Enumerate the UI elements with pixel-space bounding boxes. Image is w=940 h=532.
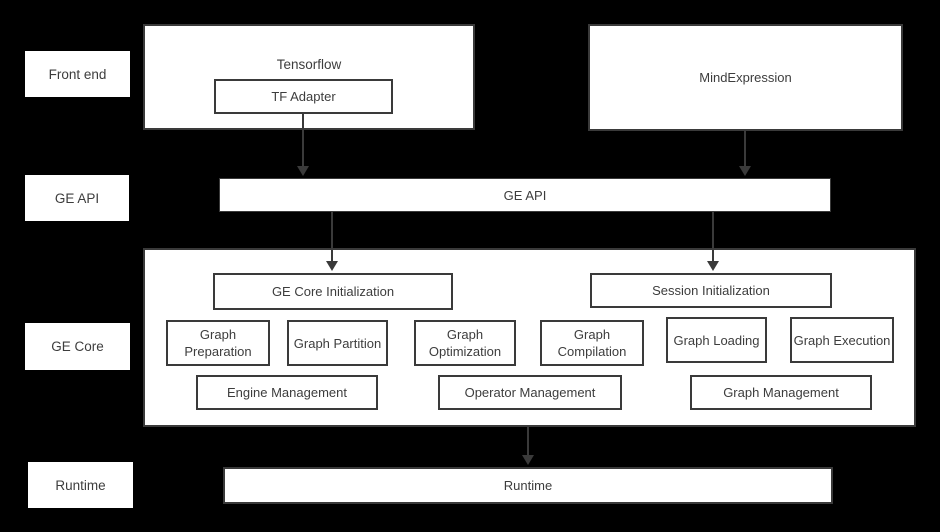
row-label-ge-core: GE Core — [25, 323, 130, 370]
tensorflow-box: Tensorflow — [143, 24, 475, 130]
graph-preparation-box: Graph Preparation — [166, 320, 270, 366]
tensorflow-label: Tensorflow — [276, 57, 342, 72]
session-initialization-box: Session Initialization — [590, 273, 832, 308]
graph-optimization-box: Graph Optimization — [414, 320, 516, 366]
ge-core-box: GE Core Initialization Session Initializ… — [143, 248, 916, 427]
engine-management-box: Engine Management — [196, 375, 378, 410]
tf-adapter-box: TF Adapter — [214, 79, 393, 114]
graph-loading-box: Graph Loading — [666, 317, 767, 363]
ge-core-initialization-box: GE Core Initialization — [213, 273, 453, 310]
graph-management-box: Graph Management — [690, 375, 872, 410]
operator-management-box: Operator Management — [438, 375, 622, 410]
graph-partition-box: Graph Partition — [287, 320, 388, 366]
row-label-ge-api: GE API — [25, 175, 129, 221]
runtime-bar: Runtime — [223, 467, 833, 504]
mindexpression-box: MindExpression — [588, 24, 903, 131]
graph-execution-box: Graph Execution — [790, 317, 894, 363]
graph-compilation-box: Graph Compilation — [540, 320, 644, 366]
row-label-front-end: Front end — [25, 51, 130, 97]
ge-api-bar: GE API — [219, 178, 831, 212]
row-label-runtime: Runtime — [28, 462, 133, 508]
